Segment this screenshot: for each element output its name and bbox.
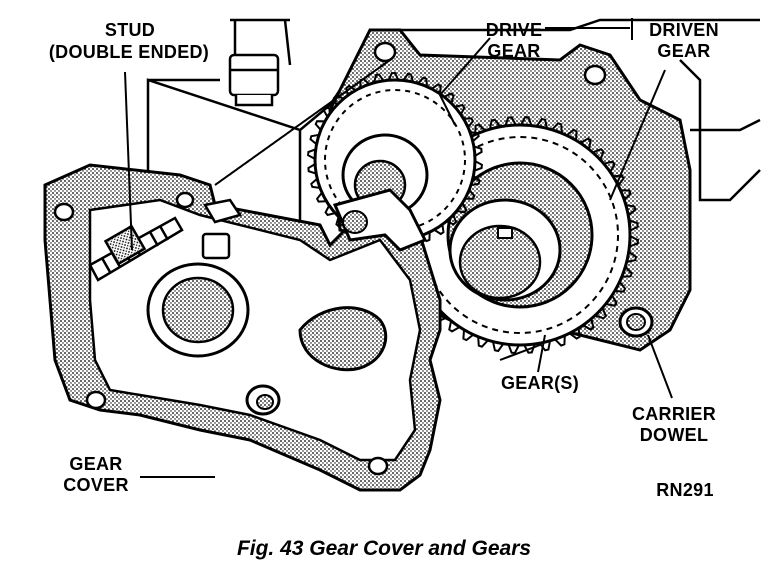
stud-nut-top	[228, 53, 280, 107]
drive-gear-label-line2: GEAR	[487, 41, 541, 61]
stud-label-line2: (DOUBLE ENDED)	[48, 42, 210, 62]
gears-label: GEAR(S)	[490, 373, 590, 394]
drive-gear-label-line1: DRIVE	[485, 20, 543, 40]
figure-caption: Fig. 43 Gear Cover and Gears	[236, 537, 532, 560]
gear-cover	[43, 163, 442, 492]
gear-cover-label-line2: COVER	[63, 475, 129, 495]
driven-gear-label: DRIVEN GEAR	[638, 20, 730, 62]
double-ended-stud	[88, 216, 184, 282]
carrier-dowel-label-line1: CARRIER	[631, 404, 717, 424]
drive-gear-leader	[438, 37, 491, 126]
drive-gear-label: DRIVE GEAR	[478, 20, 550, 62]
carrier-dowel	[618, 306, 654, 338]
carrier-dowel-label-line2: DOWEL	[639, 425, 709, 445]
leader-lines	[124, 18, 673, 478]
gears-label-text: GEAR(S)	[500, 373, 580, 393]
driven-gear-label-line1: DRIVEN	[649, 20, 719, 40]
cover-alignment-line	[214, 59, 391, 186]
reference-code: RN291	[640, 480, 730, 501]
driven-gear-label-line2: GEAR	[657, 41, 711, 61]
stud-label-line1: STUD	[104, 20, 156, 40]
stud-label-subtitle: (DOUBLE ENDED)	[34, 42, 224, 63]
gear-cover-label-line1: GEAR	[69, 454, 123, 474]
pump-link	[332, 188, 428, 252]
stud-leader	[124, 71, 133, 251]
driven-gear-leader	[545, 18, 666, 201]
carrier-dowel-leader	[647, 334, 673, 399]
carrier-dowel-label: CARRIER DOWEL	[624, 404, 724, 446]
stud-label: STUD	[82, 20, 178, 41]
gear-cover-label: GEAR COVER	[56, 454, 136, 496]
gears-leader	[499, 334, 546, 373]
reference-code-text: RN291	[656, 480, 714, 500]
